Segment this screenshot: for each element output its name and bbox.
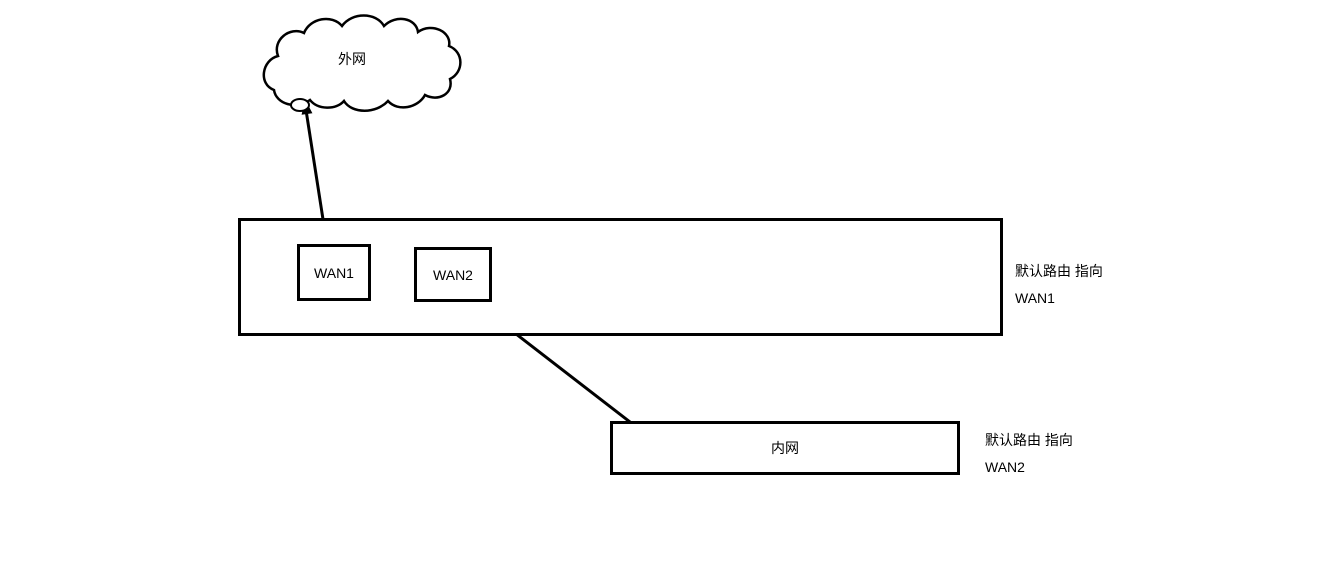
wan2-port-label: WAN2 bbox=[433, 266, 473, 283]
router-default-route-note: 默认路由 指向 WAN1 bbox=[1015, 258, 1103, 312]
router-box bbox=[238, 218, 1003, 336]
wan2-port-box: WAN2 bbox=[414, 247, 492, 302]
lan-label: 内网 bbox=[771, 440, 799, 456]
cloud-label: 外网 bbox=[338, 51, 366, 67]
external-network-cloud-icon bbox=[262, 14, 462, 112]
lan-note-line2: WAN2 bbox=[985, 459, 1025, 475]
wan1-port-box: WAN1 bbox=[297, 244, 371, 301]
cloud-tail-curl-icon bbox=[290, 98, 310, 112]
lan-default-route-note: 默认路由 指向 WAN2 bbox=[985, 427, 1073, 481]
router-note-line2: WAN1 bbox=[1015, 290, 1055, 306]
router-note-line1: 默认路由 指向 bbox=[1015, 263, 1103, 279]
lan-note-line1: 默认路由 指向 bbox=[985, 432, 1073, 448]
wan1-port-label: WAN1 bbox=[314, 264, 354, 281]
lan-box: 内网 bbox=[610, 421, 960, 475]
